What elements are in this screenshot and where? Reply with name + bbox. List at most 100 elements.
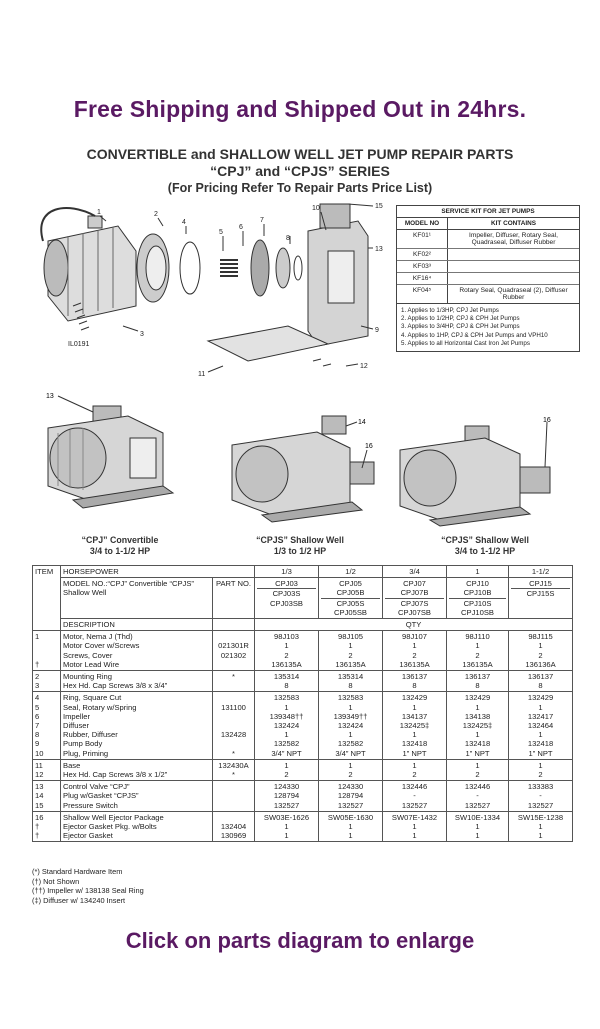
qty-value: 132583 1 139348†† 132424 1 132582 3/4” N… bbox=[254, 691, 320, 760]
model-label: MODEL NO.:“CPJ” Convertible “CPJS” Shall… bbox=[60, 577, 213, 620]
qty-value: 98J107 1 2 136135A bbox=[382, 630, 448, 672]
kit-col-contains: KIT CONTAINS bbox=[491, 220, 536, 227]
qty-label: QTY bbox=[254, 618, 574, 632]
qty-value: 1 2 bbox=[318, 758, 384, 782]
kit-row: KF02² bbox=[397, 249, 579, 261]
qty-value: SW10E-1334 1 1 bbox=[446, 810, 510, 843]
qty-value: 124330 128794 132527 bbox=[254, 780, 320, 812]
caption-cpj-line1: “CPJ” Convertible bbox=[81, 535, 159, 545]
part-number: 132404 130969 bbox=[211, 810, 256, 843]
cpjs-model: CPJ05S CPJ05SB bbox=[334, 598, 367, 617]
callout-5: 5 bbox=[219, 229, 223, 236]
qty-value: 98J110 1 2 136135A bbox=[446, 630, 510, 672]
kit-contents: Rotary Seal, Quadraseal (2), Diffuser Ru… bbox=[459, 287, 568, 301]
diagram-code: IL0191 bbox=[68, 341, 90, 348]
caption-cpjs-large-line1: “CPJS” Shallow Well bbox=[441, 535, 529, 545]
qty-value: 124330 128794 132527 bbox=[318, 780, 384, 812]
footnote: (†) Not Shown bbox=[32, 876, 80, 886]
kit-notes: 1. Applies to 1/3HP, CPJ Jet Pumps 2. Ap… bbox=[397, 304, 579, 351]
kit-note: 2. Applies to 1/2HP, CPJ & CPH Jet Pumps bbox=[401, 315, 520, 323]
qty-value: SW15E-1238 1 1 bbox=[508, 810, 574, 843]
callout-6: 6 bbox=[239, 224, 243, 231]
caption-cpjs-small-line1: “CPJS” Shallow Well bbox=[256, 535, 344, 545]
doc-pricing-note: (For Pricing Refer To Repair Parts Price… bbox=[167, 181, 433, 195]
horsepower-label: HORSEPOWER bbox=[59, 564, 256, 579]
callout-13: 13 bbox=[375, 246, 383, 253]
kit-note: 3. Applies to 3/4HP, CPJ & CPH Jet Pumps bbox=[401, 323, 520, 331]
item-number: 2 3 bbox=[32, 670, 61, 693]
callout-13: 13 bbox=[46, 393, 54, 400]
footnote: (††) Impeller w/ 138138 Seal Ring bbox=[32, 886, 144, 896]
qty-value: 135314 8 bbox=[318, 670, 384, 693]
callout-12: 12 bbox=[360, 363, 368, 370]
kit-note: 4. Applies to 1HP, CPJ & CPH Jet Pumps a… bbox=[401, 331, 548, 339]
kit-note: 5. Applies to all Horizontal Cast Iron J… bbox=[401, 339, 530, 347]
hp-value: 1-1/2 bbox=[508, 564, 574, 579]
item-number: 4 5 6 7 8 9 10 bbox=[32, 691, 61, 760]
callout-9: 9 bbox=[375, 327, 379, 334]
cpj-model: CPJ03 bbox=[257, 579, 317, 590]
part-description: Motor, Nema J (Thd) Motor Cover w/Screws… bbox=[60, 630, 213, 672]
enlarge-diagram-link[interactable]: Click on parts diagram to enlarge bbox=[125, 928, 475, 953]
qty-value: 133383 - 132527 bbox=[508, 780, 574, 812]
item-number: 11 12 bbox=[32, 758, 61, 782]
kit-contents: Impeller, Diffuser, Rotary Seal, Quadras… bbox=[469, 232, 558, 246]
doc-series: “CPJ” and “CPJS” SERIES bbox=[210, 163, 390, 179]
cpj-convertible-illustration[interactable]: 13 bbox=[38, 388, 188, 513]
cpjs-model: CPJ03S CPJ03SB bbox=[270, 589, 303, 608]
callout-8: 8 bbox=[286, 235, 290, 242]
qty-value: 132446 - 132527 bbox=[382, 780, 448, 812]
part-number: * bbox=[211, 670, 256, 693]
part-number: 132430A * bbox=[211, 758, 256, 782]
doc-title: CONVERTIBLE and SHALLOW WELL JET PUMP RE… bbox=[86, 146, 514, 162]
callout-11: 11 bbox=[198, 371, 205, 378]
footnote: (*) Standard Hardware Item bbox=[32, 867, 123, 876]
item-number: 16 † † bbox=[32, 810, 61, 843]
qty-value: 98J103 1 2 136135A bbox=[254, 630, 320, 672]
part-number bbox=[211, 780, 256, 812]
callout-16: 16 bbox=[365, 443, 373, 450]
hp-value: 3/4 bbox=[382, 564, 448, 579]
part-number: 131100 132428 * bbox=[211, 691, 256, 760]
kit-model: KF01¹ bbox=[397, 230, 448, 248]
qty-value: 136137 8 bbox=[382, 670, 448, 693]
cpjs-large-illustration[interactable]: 16 bbox=[395, 412, 565, 527]
description-label: DESCRIPTION bbox=[60, 618, 213, 632]
kit-note: 1. Applies to 1/3HP, CPJ Jet Pumps bbox=[401, 307, 499, 314]
cpjs-model: CPJ10S CPJ10SB bbox=[461, 598, 494, 617]
part-description: Ring, Square Cut Seal, Rotary w/Spring I… bbox=[60, 691, 213, 760]
callout-4: 4 bbox=[182, 219, 186, 226]
cpjs-small-illustration[interactable]: 14 16 bbox=[222, 410, 382, 525]
kit-header: SERVICE KIT FOR JET PUMPS bbox=[397, 206, 579, 218]
cpj-model: CPJ15 bbox=[511, 579, 571, 590]
table-row: 1 †Motor, Nema J (Thd) Motor Cover w/Scr… bbox=[32, 630, 574, 672]
qty-value: 1 2 bbox=[508, 758, 574, 782]
kit-model: KF04⁵ bbox=[397, 285, 448, 303]
cpj-model: CPJ07 CPJ07B bbox=[385, 579, 445, 599]
caption-cpj-line2: 3/4 to 1-1/2 HP bbox=[89, 546, 151, 556]
part-number: 021301R 021302 bbox=[211, 630, 256, 672]
caption-cpjs-large-line2: 3/4 to 1-1/2 HP bbox=[454, 546, 516, 556]
qty-value: 132583 1 139349†† 132424 1 132582 3/4” N… bbox=[318, 691, 384, 760]
kit-contents bbox=[448, 261, 579, 272]
footnote: (‡) Diffuser w/ 134240 Insert bbox=[32, 895, 126, 905]
exploded-parts-diagram[interactable]: 1 2 3 4 5 6 7 8 9 10 11 12 13 15 IL0191 bbox=[28, 196, 393, 384]
qty-value: 136137 8 bbox=[508, 670, 574, 693]
qty-value: 132429 1 134138 132425‡ 1 132418 1” NPT bbox=[446, 691, 510, 760]
hp-value: 1/2 bbox=[318, 564, 384, 579]
qty-value: 1 2 bbox=[382, 758, 448, 782]
qty-value: 132429 1 134137 132425‡ 1 132418 1” NPT bbox=[382, 691, 448, 760]
item-header: ITEM bbox=[32, 564, 61, 632]
kit-contents bbox=[448, 249, 579, 260]
item-number: 13 14 15 bbox=[32, 780, 61, 812]
kit-row: KF03³ bbox=[397, 261, 579, 273]
item-number: 1 † bbox=[32, 630, 61, 672]
